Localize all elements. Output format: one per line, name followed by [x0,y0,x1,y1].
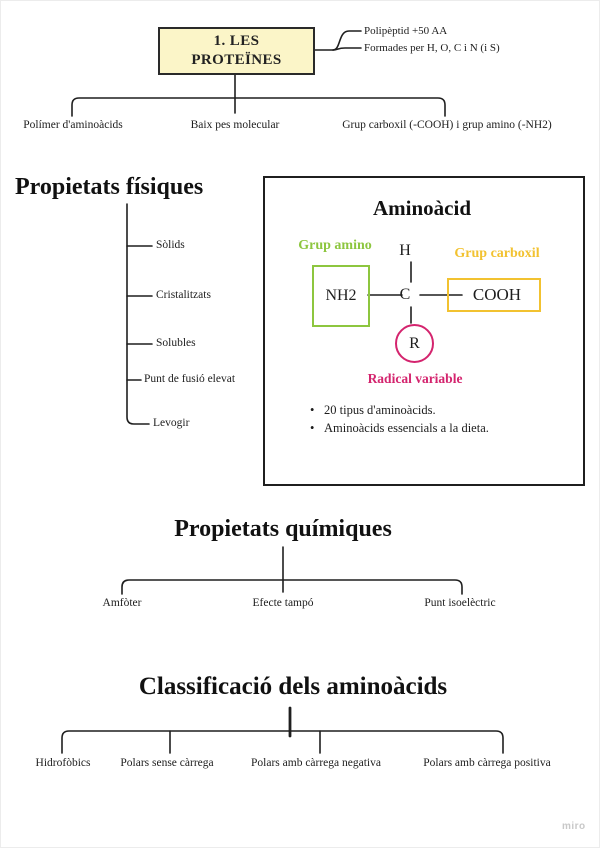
aminoacid-bullet-list: 20 tipus d'aminoàcids. Aminoàcids essenc… [308,403,489,439]
root-title-line2: PROTEÏNES [191,52,282,68]
classification-item-polars-sense: Polars sense càrrega [120,757,214,769]
physical-item-levogir: Levogir [153,417,190,429]
miro-watermark: miro [562,821,586,832]
carboxil-formula: COOH [472,285,522,304]
chemical-item-amfoter: Amfòter [102,597,142,609]
hydrogen-atom: H [399,242,411,259]
classification-item-polars-negativa: Polars amb càrrega negativa [251,757,381,769]
chemical-bracket [121,546,463,595]
radical-symbol: R [409,334,420,352]
root-children-bracket [71,72,446,117]
root-right-brace [312,30,362,51]
aminoacid-panel: Aminoàcid Grup amino Grup carboxil H C N… [263,176,585,486]
aminoacid-bullet-1: 20 tipus d'aminoàcids. [308,403,489,418]
root-note-polipeptid: Polipèptid +50 AA [364,25,448,37]
classification-title: Classificació dels aminoàcids [138,673,448,700]
aminoacid-bullet-2: Aminoàcids essencials a la dieta. [308,421,489,436]
root-title-line1: 1. LES [213,32,260,49]
root-child-baix-pes: Baix pes molecular [190,119,280,131]
carbon-atom: C [399,286,411,303]
amino-group-label: Grup amino [298,238,372,253]
aminoacid-title: Aminoàcid [372,196,472,220]
chemical-item-punt-isoelectric: Punt isoelèctric [424,597,496,609]
physical-item-cristalitzats: Cristalitzats [156,289,211,301]
radical-circle: R [395,324,434,363]
physical-item-punt-fusio: Punt de fusió elevat [144,373,236,385]
root-child-grups: Grup carboxil (-COOH) i grup amino (-NH2… [342,119,552,131]
physical-item-solubles: Solubles [156,337,196,349]
amino-formula: NH2 [325,287,357,304]
carboxil-group-label: Grup carboxil [454,246,540,261]
carboxil-formula-box: COOH [447,278,541,312]
amino-formula-box: NH2 [312,265,370,327]
amino-bonds [367,261,463,324]
physical-tree-lines [126,203,153,425]
root-topic-box: 1. LES PROTEÏNES [158,27,315,75]
root-child-polimer: Polímer d'aminoàcids [23,119,123,131]
classification-item-hidrofobics: Hidrofòbics [35,757,91,769]
physical-item-solids: Sòlids [156,239,185,251]
chemical-item-efecte-tampo: Efecte tampó [252,597,314,609]
chemical-properties-title: Propietats químiques [174,516,392,542]
classification-item-polars-positiva: Polars amb càrrega positiva [423,757,551,769]
classification-bracket [61,706,504,754]
radical-variable-label: Radical variable [367,371,463,386]
physical-properties-title: Propietats físiques [15,174,204,200]
root-note-formades: Formades per H, O, C i N (i S) [364,42,500,54]
